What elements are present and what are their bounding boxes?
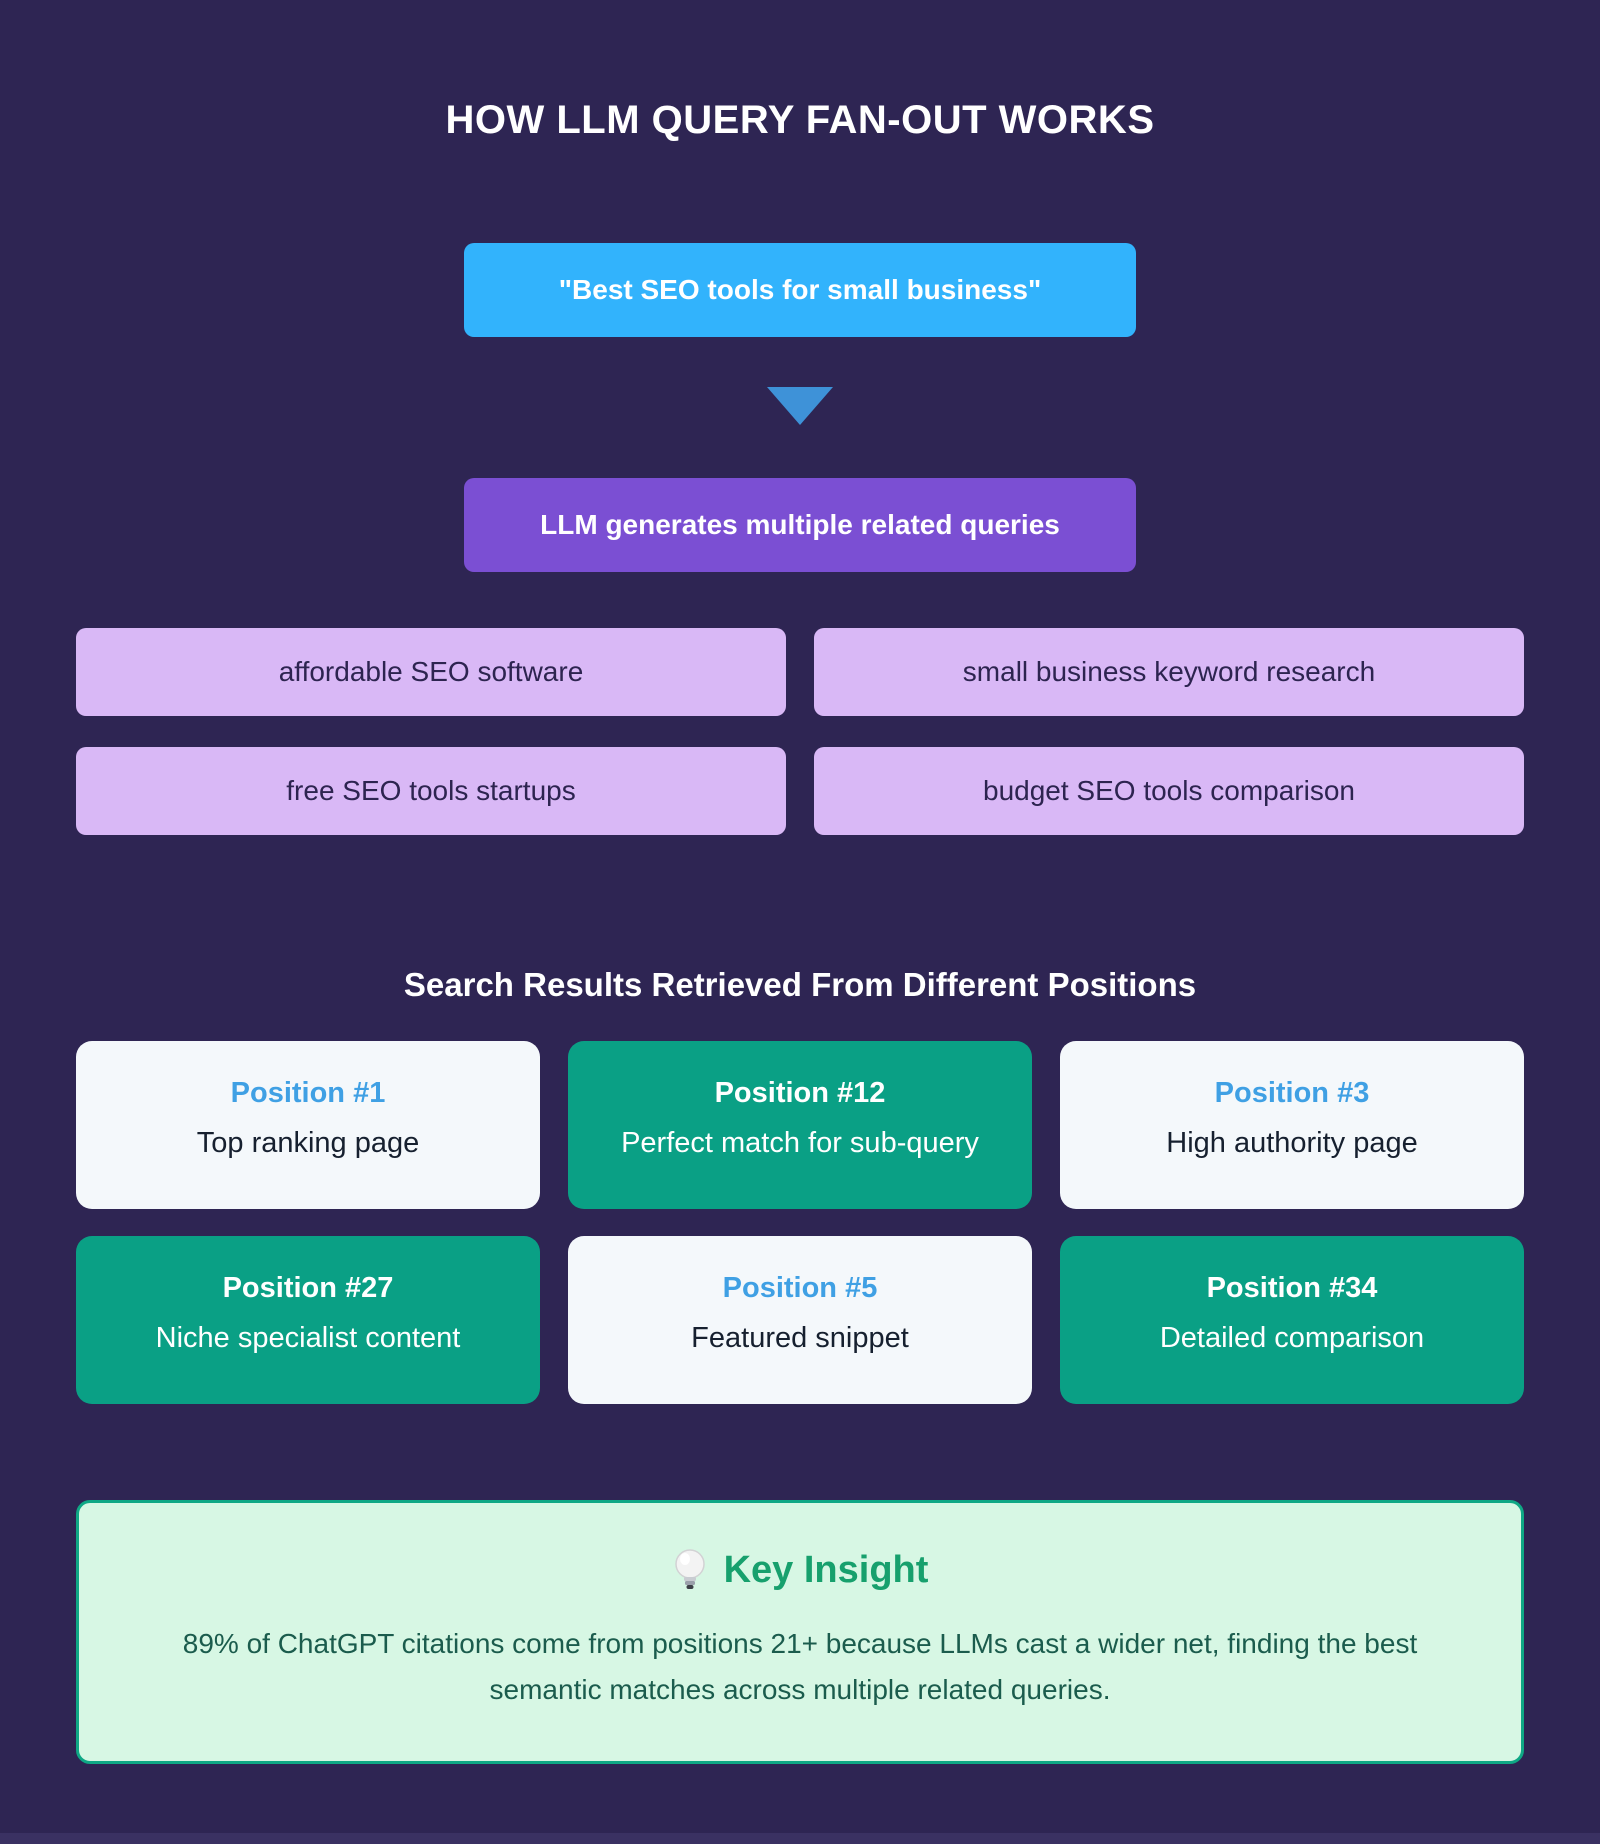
results-section-heading: Search Results Retrieved From Different … (403, 966, 1197, 1003)
page-title: HOW LLM QUERY FAN-OUT WORKS (445, 98, 1155, 142)
card-position-label: Position #34 (1206, 1272, 1378, 1304)
result-card: Position #34 Detailed comparison (1060, 1236, 1524, 1404)
subquery-pill: affordable SEO software (76, 628, 786, 716)
card-position-label: Position #12 (714, 1077, 886, 1109)
lightbulb-icon (672, 1548, 708, 1592)
subquery-pill: small business keyword research (814, 628, 1524, 716)
original-query-box: "Best SEO tools for small business" (464, 243, 1136, 337)
card-description: Top ranking page (196, 1127, 420, 1159)
content-column: HOW LLM QUERY FAN-OUT WORKS "Best SEO to… (76, 0, 1524, 1764)
card-position-label: Position #27 (222, 1272, 394, 1304)
card-description: High authority page (1166, 1127, 1418, 1159)
result-card: Position #1 Top ranking page (76, 1041, 540, 1209)
key-insight-heading: Key Insight (119, 1547, 1481, 1593)
card-description: Featured snippet (691, 1322, 909, 1354)
key-insight-panel: Key Insight 89% of ChatGPT citations com… (76, 1500, 1524, 1764)
footer-strip (0, 1833, 1600, 1844)
result-card: Position #5 Featured snippet (568, 1236, 1032, 1404)
llm-step-box: LLM generates multiple related queries (464, 478, 1136, 572)
results-card-grid: Position #1 Top ranking page Position #1… (76, 1041, 1524, 1404)
subquery-pill: free SEO tools startups (76, 747, 786, 835)
arrow-down-icon (767, 387, 833, 425)
subquery-grid: affordable SEO software small business k… (76, 628, 1524, 835)
result-card: Position #12 Perfect match for sub-query (568, 1041, 1032, 1209)
key-insight-body: 89% of ChatGPT citations come from posit… (182, 1628, 1418, 1705)
card-description: Perfect match for sub-query (621, 1127, 979, 1159)
card-position-label: Position #3 (1214, 1077, 1370, 1109)
card-description: Niche specialist content (155, 1322, 461, 1354)
card-description: Detailed comparison (1159, 1322, 1425, 1354)
card-position-label: Position #5 (722, 1272, 878, 1304)
card-position-label: Position #1 (230, 1077, 386, 1109)
subquery-pill: budget SEO tools comparison (814, 747, 1524, 835)
key-insight-title-text: Key Insight (723, 1549, 929, 1591)
result-card: Position #27 Niche specialist content (76, 1236, 540, 1404)
result-card: Position #3 High authority page (1060, 1041, 1524, 1209)
